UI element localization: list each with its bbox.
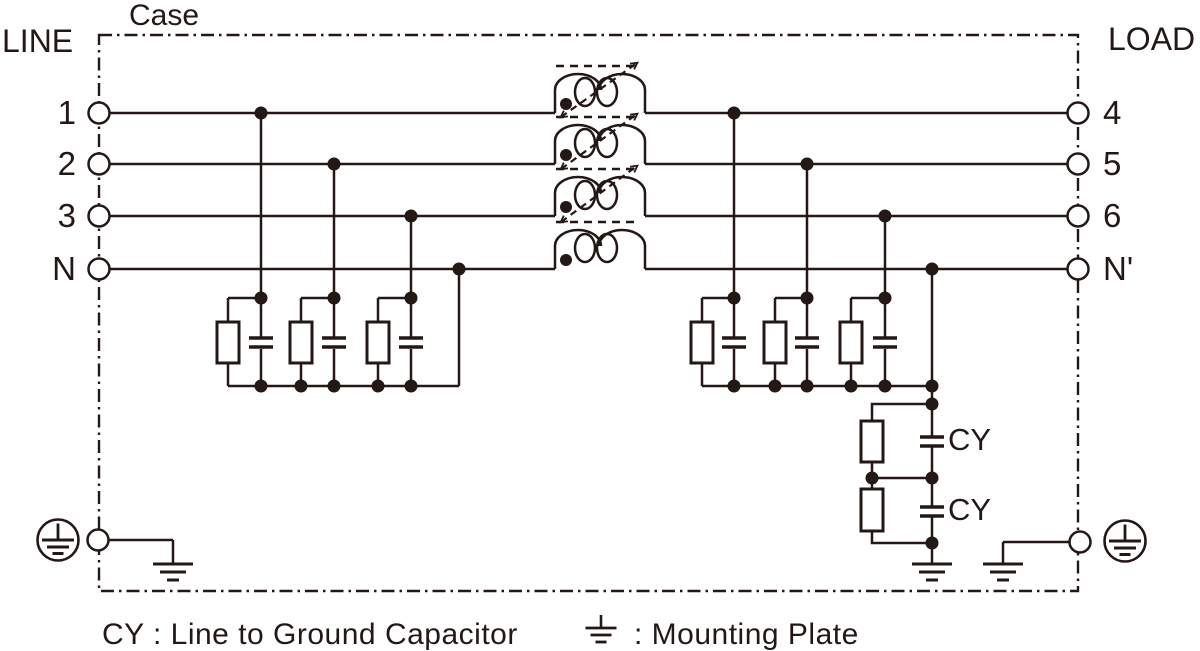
choke-winding-1 xyxy=(553,64,647,115)
chassis-ground-cy xyxy=(910,562,954,582)
load-side-label: LOAD xyxy=(1108,21,1195,57)
bleeder-resistors xyxy=(215,320,885,533)
terminal-label-np: N' xyxy=(1103,250,1133,287)
left-bank-resistor-leads xyxy=(226,298,380,386)
terminal-load-6 xyxy=(1066,204,1090,228)
legend-cy-text: CY : Line to Ground Capacitor xyxy=(102,618,518,651)
resistor xyxy=(838,320,864,365)
core-coupling-arrows xyxy=(559,61,639,224)
terminal-label-3: 3 xyxy=(58,197,76,234)
choke-winding-4 xyxy=(553,220,647,271)
terminal-label-1: 1 xyxy=(58,94,76,131)
cy-capacitor-top xyxy=(920,435,944,448)
protective-earth-icon-right xyxy=(1103,519,1147,563)
ground-symbols xyxy=(151,562,1025,582)
cy-label-bottom: CY xyxy=(948,492,991,527)
x-capacitor xyxy=(249,336,273,349)
resistor xyxy=(215,320,241,365)
terminal-load-n xyxy=(1066,257,1090,281)
legend-ground-icon xyxy=(584,613,618,644)
terminal-line-2 xyxy=(87,152,111,176)
coupling-arrow-3 xyxy=(559,164,639,224)
cy-capacitor-bottom xyxy=(920,505,944,518)
terminal-label-5: 5 xyxy=(1103,145,1121,182)
terminal-label-6: 6 xyxy=(1103,197,1121,234)
terminal-label-n: N xyxy=(52,250,76,287)
capacitors xyxy=(249,336,944,518)
terminal-load-5 xyxy=(1066,152,1090,176)
terminals xyxy=(86,101,1092,554)
protective-earth-icon-left xyxy=(36,518,80,562)
coupling-arrow-1 xyxy=(559,61,639,119)
x-capacitor xyxy=(322,336,346,349)
coupling-arrow-2 xyxy=(559,112,639,171)
left-ground-wire xyxy=(108,538,175,564)
x-capacitor xyxy=(873,336,897,349)
terminal-ground-right xyxy=(1068,530,1092,554)
resistor xyxy=(859,487,885,533)
terminal-line-3 xyxy=(87,204,111,228)
resistor xyxy=(365,320,391,365)
left-bank-bus xyxy=(228,269,461,388)
terminal-ground-left xyxy=(86,528,110,552)
terminal-label-4: 4 xyxy=(1103,94,1121,131)
resistor xyxy=(689,320,715,365)
case-border xyxy=(97,33,1080,593)
right-bank-resistor-leads xyxy=(700,298,853,386)
resistor xyxy=(859,419,885,464)
terminal-load-4 xyxy=(1066,101,1090,125)
legend-plate-text: : Mounting Plate xyxy=(634,618,859,651)
x-capacitor xyxy=(795,336,819,349)
x-capacitor xyxy=(722,336,746,349)
terminal-line-n xyxy=(87,257,111,281)
terminal-label-2: 2 xyxy=(58,145,76,182)
common-mode-choke xyxy=(553,61,647,271)
line-side-label: LINE xyxy=(2,23,73,59)
case-label: Case xyxy=(129,0,199,32)
chassis-ground-right xyxy=(981,562,1025,582)
chassis-ground-left xyxy=(151,562,195,582)
junction-dots xyxy=(254,106,939,550)
right-ground-wire xyxy=(1001,540,1069,564)
cy-label-top: CY xyxy=(948,422,991,457)
resistor xyxy=(288,320,314,365)
x-capacitor xyxy=(399,336,423,349)
resistor xyxy=(762,320,788,365)
terminal-line-1 xyxy=(87,101,111,125)
